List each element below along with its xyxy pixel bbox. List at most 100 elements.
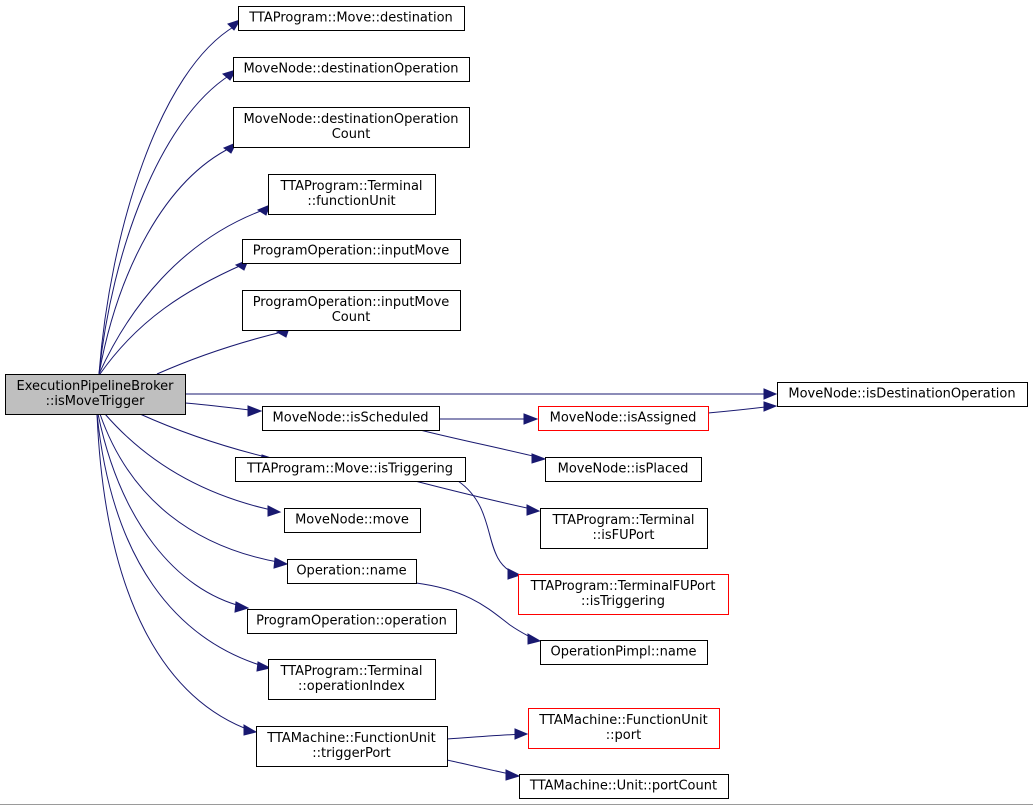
edge-arrowhead bbox=[763, 388, 778, 400]
edge-root-n18 bbox=[96, 413, 272, 672]
edge-arrowhead bbox=[267, 505, 282, 517]
node-n11[interactable]: TTAProgram::Move::isTriggering bbox=[235, 457, 466, 482]
node-root[interactable]: ExecutionPipelineBroker::isMoveTrigger bbox=[5, 374, 186, 415]
edge-arrowhead bbox=[227, 19, 242, 31]
node-box[interactable] bbox=[242, 239, 461, 264]
edge-root-n15 bbox=[99, 413, 289, 569]
node-box[interactable] bbox=[5, 374, 186, 415]
node-label-line: ProgramOperation::inputMove bbox=[253, 295, 450, 310]
edge-arrowhead bbox=[234, 601, 250, 613]
node-box[interactable] bbox=[268, 659, 436, 700]
edge-arrowhead bbox=[256, 661, 272, 672]
node-box[interactable] bbox=[540, 640, 708, 665]
node-label-line: ::isMoveTrigger bbox=[46, 394, 145, 409]
node-label-line: ExecutionPipelineBroker bbox=[16, 379, 174, 394]
node-box[interactable] bbox=[238, 6, 465, 31]
node-n8[interactable]: MoveNode::isScheduled bbox=[262, 406, 440, 431]
edge-arrowhead bbox=[243, 724, 258, 736]
edge-root-n2 bbox=[98, 69, 238, 375]
node-label-line: Operation::name bbox=[296, 564, 406, 579]
node-label-line: ProgramOperation::inputMove bbox=[253, 244, 450, 259]
node-box[interactable] bbox=[247, 609, 457, 634]
node-box[interactable] bbox=[538, 406, 709, 431]
edge-n15-n16 bbox=[415, 582, 542, 645]
node-box[interactable] bbox=[235, 457, 466, 482]
node-n17[interactable]: ProgramOperation::operation bbox=[247, 609, 457, 634]
edge-arrowhead bbox=[763, 401, 778, 412]
edge-root-n14 bbox=[104, 413, 282, 517]
node-n16[interactable]: OperationPimpl::name bbox=[540, 640, 708, 665]
edge-line bbox=[98, 74, 231, 375]
edge-n19-n20 bbox=[446, 728, 529, 740]
node-label-line: TTAProgram::Move::destination bbox=[248, 11, 453, 26]
edge-root-n4 bbox=[98, 204, 271, 375]
node-box[interactable] bbox=[256, 726, 448, 767]
node-box[interactable] bbox=[540, 508, 708, 549]
node-n18[interactable]: TTAProgram::Terminal::operationIndex bbox=[268, 659, 436, 700]
node-box[interactable] bbox=[262, 406, 440, 431]
node-n9[interactable]: MoveNode::isAssigned bbox=[538, 406, 709, 431]
node-label-line: ::isFUPort bbox=[593, 528, 655, 543]
node-n1[interactable]: TTAProgram::Move::destination bbox=[238, 6, 465, 31]
node-box[interactable] bbox=[268, 174, 436, 215]
edge-line bbox=[97, 413, 245, 608]
edge-arrowhead bbox=[505, 769, 521, 781]
node-box[interactable] bbox=[287, 559, 417, 584]
edge-root-n1 bbox=[98, 19, 242, 375]
node-n14[interactable]: MoveNode::move bbox=[284, 508, 421, 533]
node-label-line: ::operationIndex bbox=[298, 679, 405, 694]
node-n13[interactable]: TTAProgram::TerminalFUPort::isTriggering bbox=[518, 574, 729, 615]
edge-arrowhead bbox=[526, 504, 541, 516]
node-label-line: MoveNode::isScheduled bbox=[273, 411, 429, 426]
node-n7[interactable]: MoveNode::isDestinationOperation bbox=[777, 382, 1028, 407]
node-label-line: ::triggerPort bbox=[312, 746, 390, 761]
edge-arrowhead bbox=[523, 413, 539, 425]
node-label-line: MoveNode::isPlaced bbox=[558, 462, 689, 477]
edge-line bbox=[98, 146, 233, 375]
node-n10[interactable]: MoveNode::isPlaced bbox=[545, 457, 702, 482]
edge-root-n6 bbox=[156, 327, 290, 375]
edge-n19-n21 bbox=[446, 759, 521, 781]
edge-root-n8 bbox=[184, 402, 263, 417]
edge-root-n11 bbox=[139, 413, 276, 463]
edge-line bbox=[98, 208, 267, 375]
node-box[interactable] bbox=[518, 574, 729, 615]
node-box[interactable] bbox=[233, 57, 470, 82]
node-n19[interactable]: TTAMachine::FunctionUnit::triggerPort bbox=[256, 726, 448, 767]
node-box[interactable] bbox=[777, 382, 1028, 407]
node-n2[interactable]: MoveNode::destinationOperation bbox=[233, 57, 470, 82]
edge-root-n19 bbox=[96, 413, 258, 736]
node-label-line: Count bbox=[332, 127, 371, 142]
node-box[interactable] bbox=[233, 107, 470, 148]
edge-root-n17 bbox=[97, 413, 250, 613]
node-label-line: Count bbox=[332, 310, 371, 325]
node-box[interactable] bbox=[545, 457, 702, 482]
node-label-line: ::functionUnit bbox=[307, 194, 395, 209]
node-box[interactable] bbox=[519, 774, 729, 799]
node-n4[interactable]: TTAProgram::Terminal::functionUnit bbox=[268, 174, 436, 215]
node-box[interactable] bbox=[528, 708, 720, 749]
edge-n9-n7 bbox=[707, 401, 778, 414]
node-label-line: ProgramOperation::operation bbox=[256, 614, 447, 629]
edge-arrowhead bbox=[273, 557, 289, 569]
node-n21[interactable]: TTAMachine::Unit::portCount bbox=[519, 774, 729, 799]
edge-line bbox=[414, 480, 537, 511]
edge-line bbox=[184, 402, 259, 412]
node-box[interactable] bbox=[284, 508, 421, 533]
edge-line bbox=[96, 413, 267, 668]
node-label-line: TTAMachine::FunctionUnit bbox=[266, 731, 435, 746]
edge-root-n3 bbox=[98, 142, 238, 375]
node-n15[interactable]: Operation::name bbox=[287, 559, 417, 584]
node-n20[interactable]: TTAMachine::FunctionUnit::port bbox=[528, 708, 720, 749]
node-label-line: MoveNode::destinationOperation bbox=[243, 112, 458, 127]
node-label-line: OperationPimpl::name bbox=[550, 645, 696, 660]
node-label-line: TTAMachine::FunctionUnit bbox=[538, 713, 707, 728]
edge-line bbox=[707, 405, 774, 414]
edge-n11-n12 bbox=[414, 480, 541, 516]
node-n5[interactable]: ProgramOperation::inputMove bbox=[242, 239, 461, 264]
node-n12[interactable]: TTAProgram::Terminal::isFUPort bbox=[540, 508, 708, 549]
edge-n8-n9 bbox=[439, 413, 539, 425]
node-box[interactable] bbox=[242, 290, 461, 331]
